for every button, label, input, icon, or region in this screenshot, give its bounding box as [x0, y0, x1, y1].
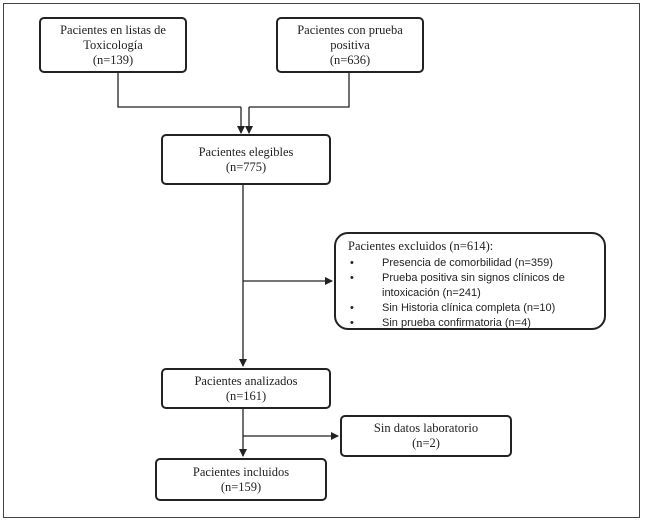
box-sin-datos-laboratorio: Sin datos laboratorio (n=2) [340, 415, 512, 457]
box-pacientes-elegibles: Pacientes elegibles (n=775) [161, 134, 331, 185]
excluidos-title: Pacientes excluidos (n=614): [348, 239, 494, 253]
box-sin-datos-line2: (n=2) [412, 436, 440, 450]
box-pacientes-prueba-positiva: Pacientes con prueba positiva (n=636) [276, 17, 424, 73]
excluidos-item-text: Presencia de comorbilidad (n=359) [382, 257, 553, 269]
box-incluidos-line2: (n=159) [220, 479, 262, 494]
box-pacientes-excluidos: Pacientes excluidos (n=614): • Presencia… [334, 232, 606, 330]
box-pacientes-analizados: Pacientes analizados (n=161) [161, 368, 331, 409]
bullet-marker: • [350, 257, 354, 269]
box-sin-datos-line1: Sin datos laboratorio [373, 421, 479, 435]
bullet-marker: • [350, 317, 354, 329]
box-prueba-line1: Pacientes con prueba [297, 22, 403, 37]
box-analizados-line1: Pacientes analizados [194, 373, 298, 388]
excluidos-item-text: Sin prueba confirmatoria (n=4) [382, 317, 531, 329]
excluidos-item-text: Prueba positiva sin signos clínicos de [382, 272, 565, 284]
excluidos-item: • Sin Historia clínica completa (n=10) [348, 301, 596, 316]
box-incluidos-line1: Pacientes incluidos [192, 464, 290, 479]
box-prueba-line3: (n=636) [329, 52, 371, 67]
box-pacientes-incluidos: Pacientes incluidos (n=159) [155, 458, 327, 501]
box-prueba-line2: positiva [330, 37, 370, 52]
excluidos-item-text: intoxicación (n=241) [382, 287, 481, 299]
box-toxicologia-line3: (n=139) [92, 52, 134, 67]
box-toxicologia-line2: Toxicología [83, 37, 143, 52]
connector-prueba-to-elegibles [249, 73, 350, 108]
box-elegibles-line2: (n=775) [225, 159, 267, 174]
box-elegibles-line1: Pacientes elegibles [198, 144, 294, 159]
excluidos-item: • Sin prueba confirmatoria (n=4) [348, 316, 596, 331]
box-pacientes-toxicologia: Pacientes en listas de Toxicología (n=13… [39, 17, 187, 73]
excluidos-item: • Prueba positiva sin signos clínicos de… [348, 271, 596, 301]
excluidos-list: • Presencia de comorbilidad (n=359) • Pr… [348, 256, 596, 331]
box-toxicologia-line1: Pacientes en listas de [60, 22, 166, 37]
excluidos-item: • Presencia de comorbilidad (n=359) [348, 256, 596, 271]
bullet-marker: • [350, 272, 354, 284]
bullet-marker: • [350, 302, 354, 314]
connector-toxicologia-to-elegibles [117, 73, 241, 108]
excluidos-item-text: Sin Historia clínica completa (n=10) [382, 302, 556, 314]
box-analizados-line2: (n=161) [225, 388, 267, 403]
